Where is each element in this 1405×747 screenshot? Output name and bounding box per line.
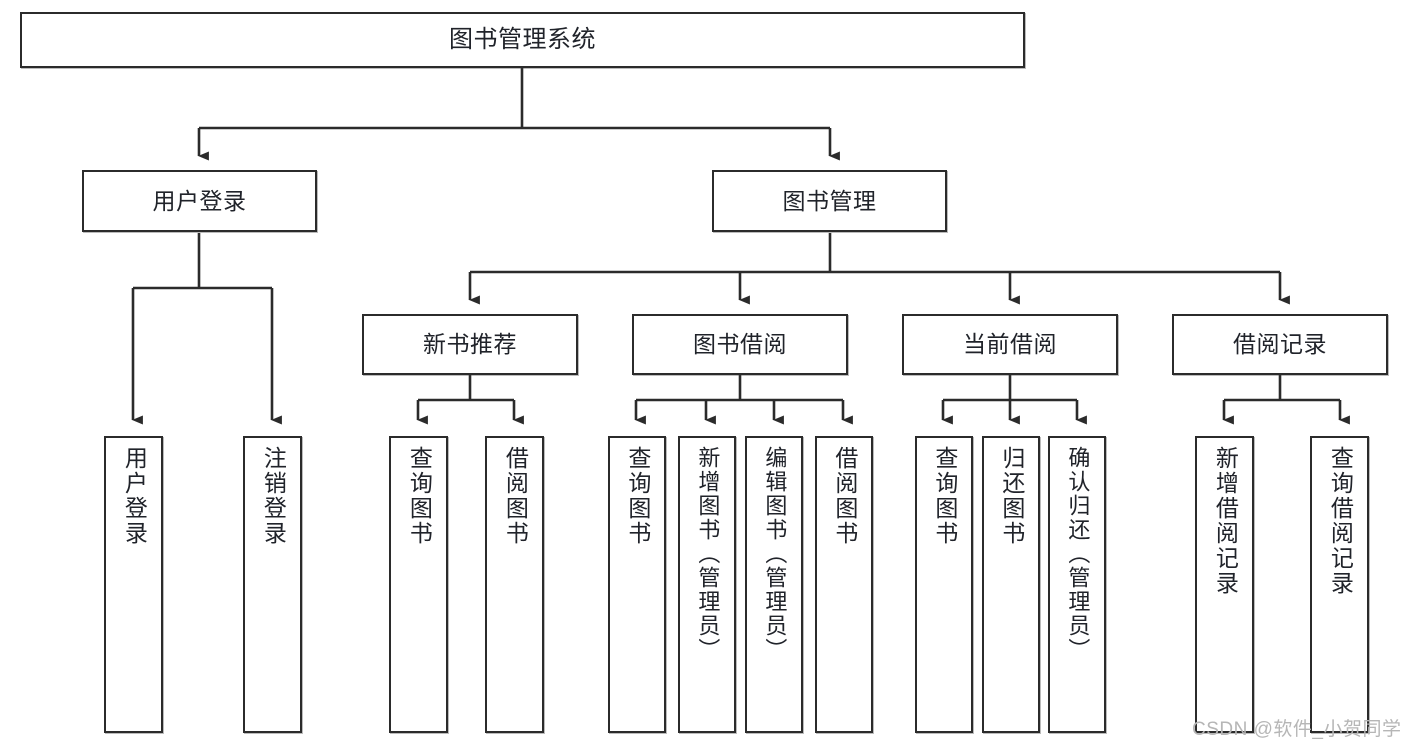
node-label: 借阅图书 [502,446,529,546]
node-label: 图书管理 [782,187,877,214]
node-current-borrow[interactable]: 当前借阅 [902,314,1118,375]
node-label: 编辑图书（管理员） [762,446,788,662]
leaf-borrow-book-recommend[interactable]: 借阅图书 [485,436,544,733]
node-label: 借阅图书 [831,446,858,546]
node-label: 归还图书 [998,446,1025,546]
leaf-add-borrow-record[interactable]: 新增借阅记录 [1195,436,1254,733]
node-new-book-recommend[interactable]: 新书推荐 [362,314,578,375]
leaf-query-book-current[interactable]: 查询图书 [915,436,973,733]
leaf-query-borrow-record[interactable]: 查询借阅记录 [1310,436,1369,733]
node-label: 用户登录 [152,187,247,214]
node-label: 当前借阅 [963,331,1057,358]
leaf-borrow-book[interactable]: 借阅图书 [815,436,873,733]
node-label: 用户登录 [121,446,148,546]
node-label: 确认归还（管理员） [1065,446,1091,662]
node-label: 查询借阅记录 [1327,446,1354,596]
leaf-logout-login[interactable]: 注销登录 [243,436,302,733]
node-label: 注销登录 [260,446,287,546]
node-label: 新书推荐 [423,331,517,358]
leaf-query-book-recommend[interactable]: 查询图书 [389,436,448,733]
leaf-return-book[interactable]: 归还图书 [982,436,1040,733]
leaf-add-book[interactable]: 新增图书（管理员） [678,436,736,733]
node-book-management[interactable]: 图书管理 [712,170,947,232]
watermark-text: CSDN @软件_小贺同学 [1192,719,1402,740]
leaf-edit-book[interactable]: 编辑图书（管理员） [745,436,803,733]
node-user-login[interactable]: 用户登录 [82,170,317,232]
node-label: 借阅记录 [1233,331,1327,358]
leaf-confirm-return[interactable]: 确认归还（管理员） [1048,436,1106,733]
node-label: 查询图书 [406,446,433,546]
node-label: 新增图书（管理员） [695,446,721,662]
node-label: 查询图书 [624,446,651,546]
node-label: 新增借阅记录 [1212,446,1239,596]
node-label: 图书管理系统 [449,26,596,54]
node-label: 查询图书 [931,446,958,546]
leaf-query-book-borrow[interactable]: 查询图书 [608,436,666,733]
node-book-borrow[interactable]: 图书借阅 [632,314,848,375]
node-borrow-record[interactable]: 借阅记录 [1172,314,1388,375]
node-label: 图书借阅 [693,331,787,358]
leaf-user-login[interactable]: 用户登录 [104,436,163,733]
node-root-system[interactable]: 图书管理系统 [20,12,1025,68]
